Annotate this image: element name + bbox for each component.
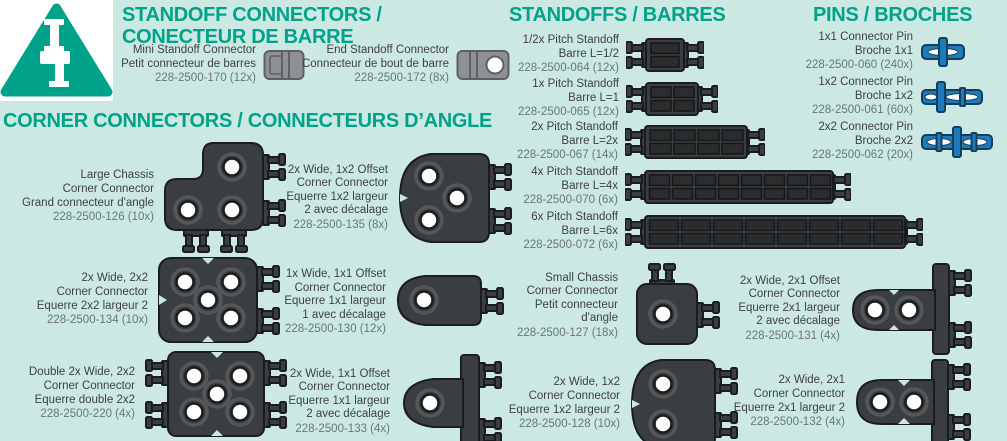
part-4x-pitch-standoff: 4x Pitch Standoff Barre L=4x 228-2500-07… xyxy=(496,166,851,208)
connector-triangle-icon xyxy=(0,0,113,101)
part-2x-wide-1x2-offset-corner-connector: 2x Wide, 1x2 Offset Corner Connector Equ… xyxy=(270,150,513,246)
1x1-connector-pin-image xyxy=(921,36,965,67)
part-double-2x-wide-2x2-corner-connector: Double 2x Wide, 2x2 Corner Connector Equ… xyxy=(3,348,290,440)
part-number: 228-2500-061 (60x) xyxy=(811,104,913,117)
part-small-chassis-corner-connector: Small Chassis Corner Connector Petit con… xyxy=(498,260,721,352)
heading-pins: PINS / BROCHES xyxy=(813,4,973,26)
part-label: 2x Wide, 2x1 Offset Corner Connector Equ… xyxy=(738,274,840,328)
half-pitch-standoff-image xyxy=(626,38,704,72)
part-label: 1/2x Pitch Standoff Barre L=1/2 xyxy=(522,34,619,60)
heading-corner-connectors: CORNER CONNECTORS / CONNECTEURS D’ANGLE xyxy=(3,110,493,132)
part-label: 1x Wide, 1x1 Offset Corner Connector Equ… xyxy=(284,268,386,321)
part-mini-standoff-connector: Mini Standoff Connector Petit connecteur… xyxy=(106,44,305,86)
part-label: 2x Pitch Standoff Barre L=2x xyxy=(531,121,618,147)
4x-pitch-standoff-image xyxy=(625,170,851,204)
part-number: 228-2500-170 (12x) xyxy=(154,72,256,85)
2x-wide-2x2-corner-connector-image xyxy=(158,257,280,343)
part-label: 2x Wide, 1x2 Offset Corner Connector Equ… xyxy=(286,163,388,217)
part-2x-wide-2x1-corner-connector: 2x Wide, 2x1 Corner Connector Equerre 2x… xyxy=(725,356,976,441)
part-end-standoff-connector: End Standoff Connector Connecteur de bou… xyxy=(294,44,510,86)
part-1x1-connector-pin: 1x1 Connector Pin Broche 1x1 228-2500-06… xyxy=(793,31,966,73)
part-number: 228-2500-064 (12x) xyxy=(517,62,619,75)
part-1x-wide-1x1-offset-corner-connector: 1x Wide, 1x1 Offset Corner Connector Equ… xyxy=(272,268,505,337)
part-number: 228-2500-127 (18x) xyxy=(516,326,618,339)
part-2x-pitch-standoff: 2x Pitch Standoff Barre L=2x 228-2500-06… xyxy=(496,121,765,163)
part-label: 2x Wide, 2x1 Corner Connector Equerre 2x… xyxy=(733,374,845,414)
part-label: 2x Wide, 1x1 Offset Corner Connector Equ… xyxy=(288,367,390,421)
part-number: 228-2500-126 (10x) xyxy=(52,211,154,224)
part-label: Small Chassis Corner Connector Petit con… xyxy=(526,271,618,325)
part-label: 4x Pitch Standoff Barre L=4x xyxy=(531,166,618,192)
part-2x-wide-1x1-offset-corner-connector: 2x Wide, 1x1 Offset Corner Connector Equ… xyxy=(276,352,509,441)
part-number: 228-2500-220 (4x) xyxy=(40,408,135,421)
part-1x2-connector-pin: 1x2 Connector Pin Broche 1x2 228-2500-06… xyxy=(793,76,984,118)
6x-pitch-standoff-image xyxy=(625,215,923,249)
2x-wide-1x1-offset-corner-connector-image xyxy=(402,354,502,441)
part-label: 2x Wide, 1x2 Corner Connector Equerre 1x… xyxy=(508,376,620,416)
1x-wide-1x1-offset-corner-connector-image xyxy=(396,275,504,327)
small-chassis-corner-connector-image xyxy=(636,263,720,345)
part-number: 228-2500-072 (6x) xyxy=(523,239,618,252)
2x-pitch-standoff-image xyxy=(625,125,765,159)
large-chassis-corner-connector-image xyxy=(164,142,286,253)
part-number: 228-2500-128 (10x) xyxy=(518,418,620,431)
part-label: 1x Pitch Standoff Barre L=1 xyxy=(532,78,619,104)
part-label: Large Chassis Corner Connector Grand con… xyxy=(22,169,154,209)
part-number: 228-2500-133 (4x) xyxy=(295,422,390,435)
part-number: 228-2500-060 (240x) xyxy=(805,59,913,72)
heading-standoff-connectors: STANDOFF CONNECTORS / CONECTEUR DE BARRE xyxy=(122,4,382,49)
part-number: 228-2500-067 (14x) xyxy=(516,149,618,162)
part-label: End Standoff Connector Connecteur de bou… xyxy=(301,44,449,70)
part-number: 228-2500-062 (20x) xyxy=(811,149,913,162)
1x-pitch-standoff-image xyxy=(626,82,718,116)
part-2x2-connector-pin: 2x2 Connector Pin Broche 2x2 228-2500-06… xyxy=(793,121,994,163)
end-standoff-connector-image xyxy=(456,49,510,80)
part-number: 228-2500-132 (4x) xyxy=(750,416,845,429)
1x2-connector-pin-image xyxy=(921,80,983,113)
heading-standoffs: STANDOFFS / BARRES xyxy=(509,4,726,26)
part-number: 228-2500-131 (4x) xyxy=(745,329,840,342)
part-2x-wide-1x2-corner-connector: 2x Wide, 1x2 Corner Connector Equerre 1x… xyxy=(494,356,739,441)
part-number: 228-2500-130 (12x) xyxy=(284,323,386,336)
double-2x-wide-2x2-corner-connector-image xyxy=(145,351,287,437)
part-label: 6x Pitch Standoff Barre L=6x xyxy=(531,211,618,237)
part-number: 228-2500-134 (10x) xyxy=(46,314,148,327)
part-6x-pitch-standoff: 6x Pitch Standoff Barre L=6x 228-2500-07… xyxy=(496,211,923,253)
part-half-pitch-standoff: 1/2x Pitch Standoff Barre L=1/2 228-2500… xyxy=(501,32,704,78)
part-label: Double 2x Wide, 2x2 Corner Connector Equ… xyxy=(28,366,135,406)
part-label: 2x Wide, 2x2 Corner Connector Equerre 2x… xyxy=(36,272,148,312)
part-large-chassis-corner-connector: Large Chassis Corner Connector Grand con… xyxy=(18,140,291,254)
part-number: 228-2500-135 (8x) xyxy=(293,218,388,231)
2x-wide-2x1-offset-corner-connector-image xyxy=(851,263,972,355)
part-label: 1x2 Connector Pin Broche 1x2 xyxy=(818,76,913,102)
part-label: 1x1 Connector Pin Broche 1x1 xyxy=(818,31,913,57)
part-1x-pitch-standoff: 1x Pitch Standoff Barre L=1 228-2500-065… xyxy=(501,76,718,122)
mini-standoff-connector-image xyxy=(263,49,305,80)
part-label: Mini Standoff Connector Petit connecteur… xyxy=(121,44,256,70)
2x-wide-1x2-offset-corner-connector-image xyxy=(398,153,512,243)
part-number: 228-2500-172 (8x) xyxy=(354,72,449,85)
part-number: 228-2500-070 (6x) xyxy=(523,194,618,207)
2x-wide-1x2-corner-connector-image xyxy=(630,359,738,441)
part-2x-wide-2x2-corner-connector: 2x Wide, 2x2 Corner Connector Equerre 2x… xyxy=(13,254,283,346)
part-2x-wide-2x1-offset-corner-connector: 2x Wide, 2x1 Offset Corner Connector Equ… xyxy=(720,260,975,358)
triangle-connector-glyph-icon xyxy=(0,3,113,97)
part-label: 2x2 Connector Pin Broche 2x2 xyxy=(818,121,913,147)
part-number: 228-2500-065 (12x) xyxy=(517,106,619,119)
2x2-connector-pin-image xyxy=(921,125,993,158)
2x-wide-2x1-corner-connector-image xyxy=(855,359,971,441)
